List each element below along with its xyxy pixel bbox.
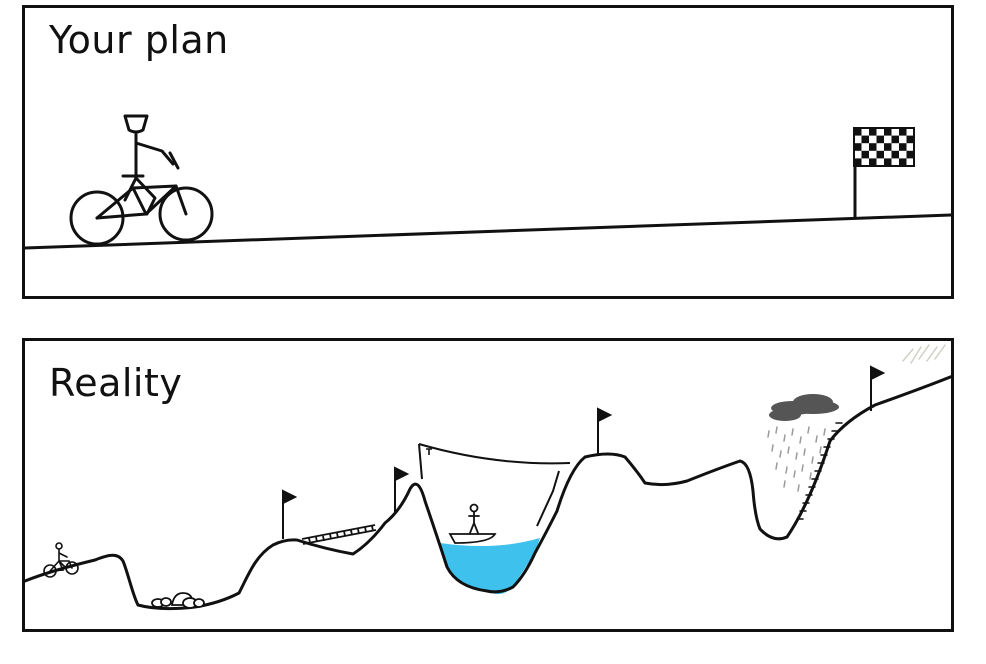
flag-icon bbox=[394, 466, 410, 513]
water-area bbox=[440, 538, 540, 595]
small-cyclist-icon bbox=[43, 542, 79, 578]
grass-decoration bbox=[902, 344, 946, 364]
plan-ground-line bbox=[25, 213, 951, 250]
plan-scene bbox=[25, 114, 951, 250]
reality-ground-line bbox=[25, 375, 951, 611]
plan-title: Your plan bbox=[49, 18, 229, 62]
reality-panel: Reality bbox=[22, 338, 954, 632]
finish-flag-icon bbox=[853, 127, 915, 218]
cyclist-icon bbox=[69, 114, 214, 246]
rain-cloud-icon bbox=[767, 394, 839, 492]
rocks-icon bbox=[151, 592, 205, 609]
flag-icon bbox=[282, 489, 298, 539]
rope-line bbox=[418, 443, 571, 465]
boat-icon bbox=[448, 503, 497, 544]
climbing-spikes bbox=[796, 422, 843, 520]
bridge-icon bbox=[301, 524, 377, 545]
flag-icon bbox=[870, 365, 886, 411]
reality-scene bbox=[25, 344, 951, 611]
plan-panel: Your plan bbox=[22, 5, 954, 299]
ramp-line bbox=[536, 470, 560, 527]
flag-icon bbox=[597, 407, 613, 456]
reality-title: Reality bbox=[49, 361, 183, 405]
